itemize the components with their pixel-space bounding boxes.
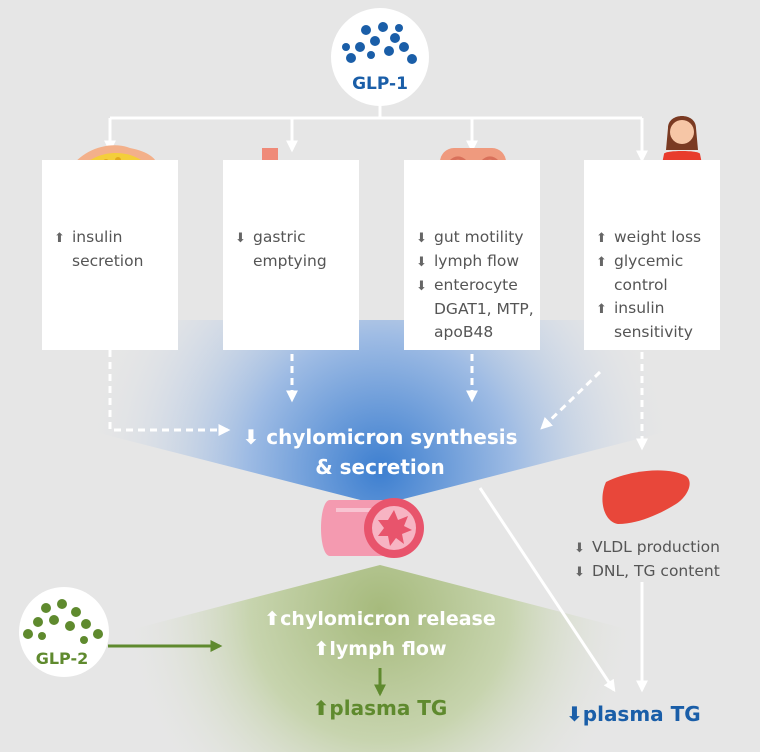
- down-arrow-icon: ⬇: [574, 541, 585, 556]
- box-line: ⬆insulin: [54, 226, 172, 250]
- box-weight: ⬆weight loss⬆glycemic control ⬆insulin sens…: [584, 160, 720, 350]
- down-arrow-icon: ⬇: [566, 702, 583, 726]
- box-line: ⬇lymph flow: [416, 250, 534, 274]
- green-funnel: [60, 565, 700, 752]
- chylo-release-label: ⬆chylomicron release ⬆lymph flow: [264, 608, 496, 660]
- up-arrow-icon: ⬆: [313, 638, 330, 660]
- glp2-label: GLP-2: [36, 649, 89, 668]
- glp1-label: GLP-1: [352, 74, 408, 94]
- box-line: ⬆weight loss: [596, 226, 714, 250]
- up-arrow-icon: ⬆: [596, 302, 607, 317]
- down-arrow-icon: ⬇: [242, 425, 260, 449]
- chylo-synthesis-label: ⬇ chylomicron synthesis & secretion: [242, 425, 518, 479]
- down-arrow-icon: ⬇: [235, 231, 246, 246]
- up-arrow-icon: ⬆: [596, 255, 607, 270]
- box-line: ⬇enterocyte: [416, 274, 534, 298]
- box-gastric: ⬇gastric emptying: [223, 160, 359, 350]
- box-line: emptying: [253, 252, 327, 270]
- vessel-icon: [321, 498, 424, 558]
- down-arrow-icon: ⬇: [574, 565, 585, 580]
- box-line: ⬆insulin: [596, 297, 714, 321]
- plasma-tg-up-label: ⬆plasma TG: [312, 696, 448, 720]
- box-line: control: [614, 276, 668, 294]
- box-line: apoB48: [434, 323, 494, 341]
- glp1-icon: [331, 8, 429, 106]
- box-line: ⬇gastric: [235, 226, 353, 250]
- down-arrow-icon: ⬇: [416, 255, 427, 270]
- box-line: DGAT1, MTP,: [434, 300, 534, 318]
- down-arrow-icon: ⬇: [416, 231, 427, 246]
- box-line: secretion: [72, 252, 144, 270]
- box-line: sensitivity: [614, 323, 693, 341]
- box-line: ⬇gut motility: [416, 226, 534, 250]
- liver-text: ⬇VLDL production ⬇DNL, TG content: [574, 536, 720, 584]
- box-line: ⬆glycemic: [596, 250, 714, 274]
- box-insulin-text: ⬆insulin secretion: [54, 226, 172, 273]
- down-arrow-icon: ⬇: [416, 279, 427, 294]
- plasma-tg-down-label: ⬇plasma TG: [566, 702, 701, 726]
- up-arrow-icon: ⬆: [312, 696, 330, 720]
- box-insulin: ⬆insulin secretion: [42, 160, 178, 350]
- up-arrow-icon: ⬆: [596, 231, 607, 246]
- up-arrow-icon: ⬆: [54, 231, 65, 246]
- plasma-tg-arrows: [478, 487, 648, 693]
- box-weight-text: ⬆weight loss⬆glycemic control ⬆insulin sens…: [596, 226, 714, 344]
- blue-funnel: [40, 320, 720, 505]
- glp2-icon: [19, 587, 109, 677]
- liver-icon: [602, 470, 690, 524]
- dashed-arrows: [108, 350, 648, 451]
- box-gastric-text: ⬇gastric emptying: [235, 226, 353, 273]
- up-arrow-icon: ⬆: [264, 608, 281, 630]
- glp1-distribution-arrows: [104, 95, 648, 163]
